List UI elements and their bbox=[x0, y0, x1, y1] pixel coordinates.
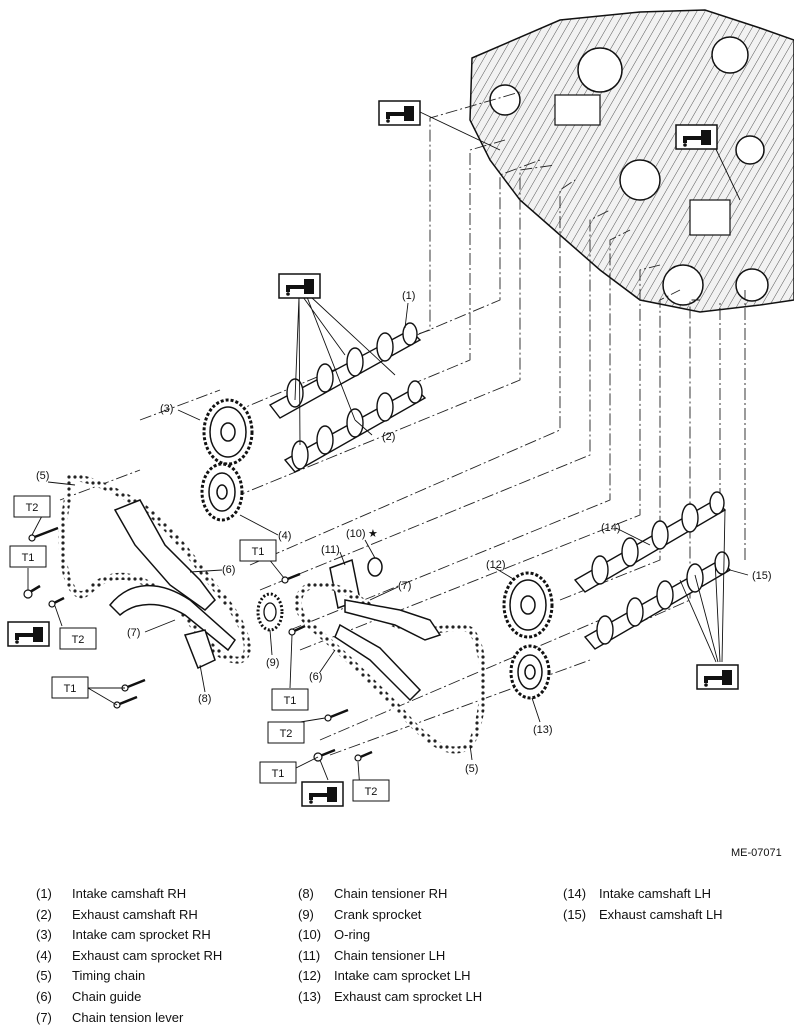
callout-4: (4) bbox=[278, 530, 291, 542]
legend-item: (10)O-ring bbox=[298, 927, 371, 943]
callout-6: (6) bbox=[309, 671, 322, 683]
intake-cam-sprocket-rh bbox=[202, 398, 254, 466]
legend-item: (14)Intake camshaft LH bbox=[563, 886, 711, 901]
oil-icon bbox=[7, 621, 50, 647]
callout-3: (3) bbox=[160, 403, 173, 415]
callout-5: (5) bbox=[465, 763, 478, 775]
leader-lines bbox=[27, 111, 749, 791]
exhaust-cam-sprocket-lh bbox=[509, 644, 551, 700]
exhaust-camshaft-lh bbox=[583, 551, 732, 650]
callout-9: (9) bbox=[266, 657, 279, 669]
legend-item: (11)Chain tensioner LH bbox=[298, 947, 446, 963]
callout-5: (5) bbox=[36, 470, 49, 482]
star-symbol: ★ bbox=[368, 528, 378, 540]
legend-item: (2)Exhaust camshaft RH bbox=[36, 906, 198, 922]
svg-text:T1: T1 bbox=[252, 546, 265, 558]
parts-legend-column: (8)Chain tensioner RH (9)Crank sprocket … bbox=[298, 884, 482, 1008]
legend-item: (13)Exhaust cam sprocket LH bbox=[298, 988, 483, 1004]
torque-label-t2: T2 bbox=[59, 627, 97, 650]
chain-guide-rh bbox=[113, 499, 216, 611]
parts-legend-column: (14)Intake camshaft LH (15)Exhaust camsh… bbox=[563, 884, 723, 925]
legend-item: (9)Crank sprocket bbox=[298, 906, 422, 922]
svg-text:T2: T2 bbox=[26, 502, 39, 514]
svg-text:T1: T1 bbox=[272, 768, 285, 780]
svg-text:T2: T2 bbox=[365, 786, 378, 798]
bolts bbox=[23, 526, 373, 762]
oil-icon bbox=[378, 100, 421, 126]
oil-icon bbox=[675, 124, 718, 150]
svg-text:T1: T1 bbox=[284, 695, 297, 707]
exhaust-cam-sprocket-rh bbox=[200, 462, 244, 522]
oil-icon bbox=[278, 273, 321, 299]
legend-item: (12)Intake cam sprocket LH bbox=[298, 968, 471, 984]
assembly-lines bbox=[59, 91, 746, 756]
torque-label-t2: T2 bbox=[267, 721, 305, 744]
exhaust-camshaft-rh bbox=[283, 380, 427, 473]
callout-12: (12) bbox=[486, 559, 506, 571]
engine-block bbox=[469, 9, 794, 313]
callout-7: (7) bbox=[127, 627, 140, 639]
legend-item: (4)Exhaust cam sprocket RH bbox=[36, 947, 223, 963]
parts-legend-column: (1)Intake camshaft RH (2)Exhaust camshaf… bbox=[36, 884, 222, 1028]
callout-11: (11) bbox=[321, 544, 340, 556]
torque-label-t1: T1 bbox=[9, 545, 47, 568]
torque-label-t1: T1 bbox=[239, 539, 277, 562]
svg-text:T2: T2 bbox=[280, 728, 293, 740]
callout-6: (6) bbox=[222, 564, 235, 576]
intake-camshaft-rh bbox=[268, 322, 422, 419]
callout-13: (13) bbox=[533, 724, 553, 736]
exploded-parts-diagram: T2 T1 T2 T1 T1 T1 T2 T1 T2 (1) (2) (3) (… bbox=[7, 9, 794, 807]
legend-item: (1)Intake camshaft RH bbox=[36, 886, 187, 901]
chain-tension-lever-lh bbox=[344, 599, 442, 641]
oil-icon bbox=[301, 781, 344, 807]
callout-10: (10) bbox=[346, 528, 366, 540]
intake-cam-sprocket-lh bbox=[502, 571, 554, 639]
torque-label-t1: T1 bbox=[51, 676, 89, 699]
oil-icon bbox=[696, 664, 739, 690]
torque-label-t2: T2 bbox=[13, 495, 51, 518]
svg-text:T1: T1 bbox=[64, 683, 77, 695]
crank-sprocket bbox=[256, 592, 284, 632]
svg-text:T2: T2 bbox=[72, 634, 85, 646]
legend-item: (7)Chain tension lever bbox=[36, 1009, 184, 1025]
svg-text:T1: T1 bbox=[22, 552, 35, 564]
callout-8: (8) bbox=[198, 693, 211, 705]
chain-tension-lever-rh bbox=[108, 584, 236, 652]
torque-label-t2: T2 bbox=[352, 779, 390, 802]
intake-camshaft-lh bbox=[573, 491, 727, 593]
callout-1: (1) bbox=[402, 290, 415, 302]
torque-label-t1: T1 bbox=[271, 688, 309, 711]
callout-2: (2) bbox=[382, 431, 395, 443]
torque-label-t1: T1 bbox=[259, 761, 297, 784]
legend-item: (3)Intake cam sprocket RH bbox=[36, 927, 211, 943]
o-ring bbox=[367, 557, 383, 577]
chain-guide-lh bbox=[334, 623, 422, 702]
callout-15: (15) bbox=[752, 570, 772, 582]
legend-item: (5)Timing chain bbox=[36, 968, 146, 984]
callout-7: (7) bbox=[398, 580, 411, 592]
chain-tensioner-rh bbox=[183, 629, 216, 670]
figure-id: ME-07071 bbox=[731, 847, 782, 859]
legend-item: (8)Chain tensioner RH bbox=[298, 886, 448, 901]
legend-item: (15)Exhaust camshaft LH bbox=[563, 906, 723, 922]
callout-14: (14) bbox=[601, 522, 621, 534]
legend-item: (6)Chain guide bbox=[36, 988, 142, 1004]
